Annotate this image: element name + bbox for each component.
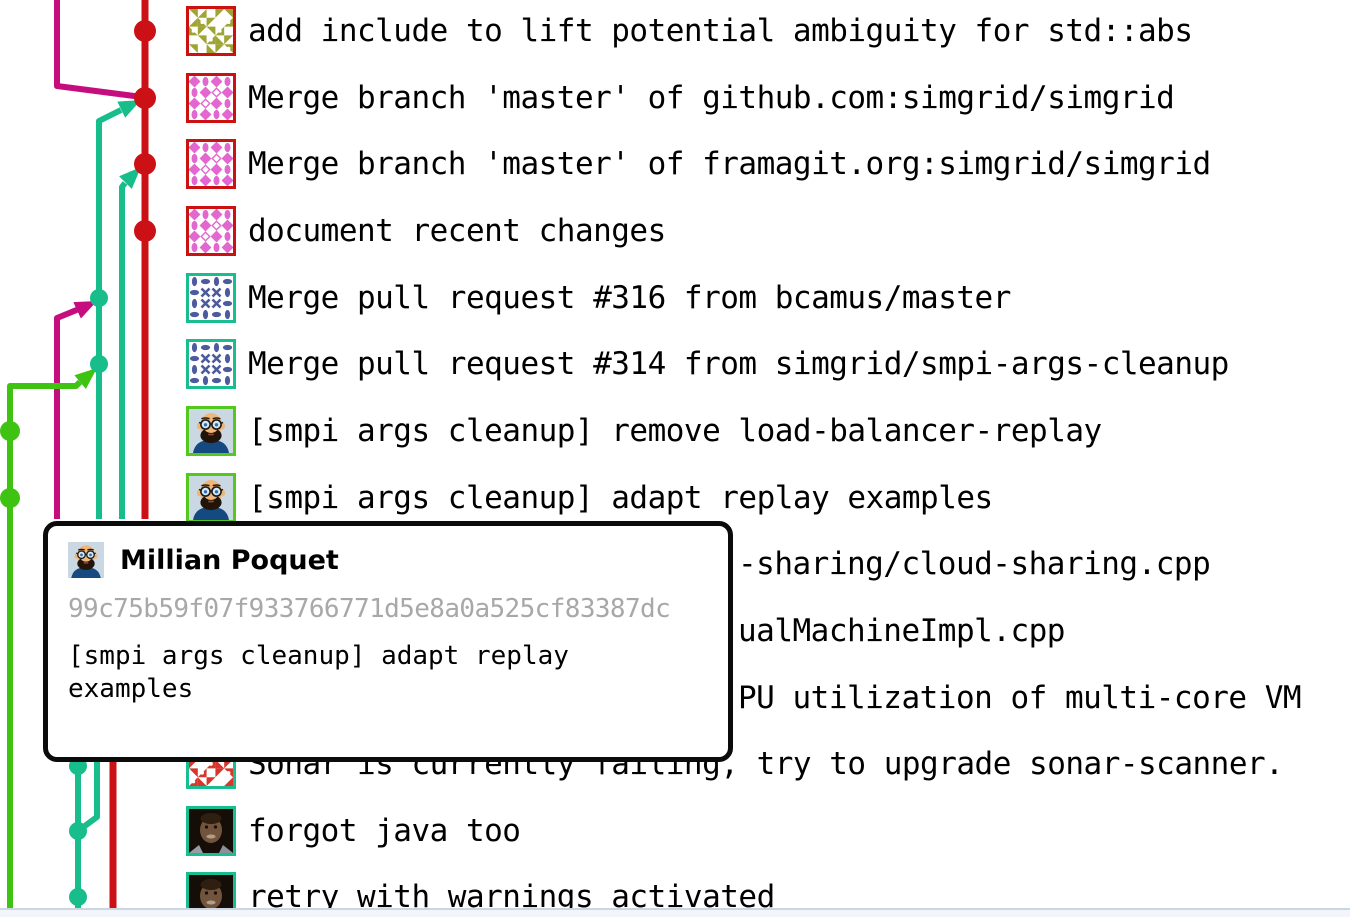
avatar-photo <box>186 805 236 856</box>
commit-message: Merge pull request #314 from simgrid/smp… <box>248 346 1229 383</box>
avatar-identicon <box>186 272 236 323</box>
window-bottom-edge <box>0 908 1350 917</box>
commit-message: [smpi args cleanup] remove load-balancer… <box>248 412 1102 449</box>
commit-row[interactable]: forgot java too <box>0 798 1350 864</box>
commit-row[interactable]: Merge branch 'master' of framagit.org:si… <box>0 131 1350 197</box>
commit-row[interactable]: Merge branch 'master' of github.com:simg… <box>0 65 1350 131</box>
commit-row[interactable]: Merge pull request #316 from bcamus/mast… <box>0 265 1350 331</box>
commit-message: document recent changes <box>248 212 666 249</box>
commit-row[interactable]: PU utilization of multi-core VM <box>0 665 1350 731</box>
commit-row[interactable]: document recent changes <box>0 198 1350 264</box>
commit-message: Merge branch 'master' of framagit.org:si… <box>248 146 1211 183</box>
avatar-identicon <box>186 139 236 190</box>
tooltip-header: Millian Poquet <box>68 542 708 578</box>
commit-message: add include to lift potential ambiguity … <box>248 13 1193 49</box>
tooltip-commit-message: [smpi args cleanup] adapt replay example… <box>68 641 569 704</box>
avatar-photo <box>186 472 236 523</box>
commit-message: ualMachineImpl.cpp <box>738 612 1065 649</box>
avatar-photo <box>186 405 236 456</box>
commit-message: forgot java too <box>248 812 521 849</box>
commit-message: [smpi args cleanup] adapt replay example… <box>248 479 993 516</box>
commit-row[interactable]: [smpi args cleanup] adapt replay example… <box>0 465 1350 531</box>
commit-row[interactable]: ualMachineImpl.cpp <box>0 598 1350 664</box>
commit-row[interactable]: Merge pull request #314 from simgrid/smp… <box>0 331 1350 397</box>
commit-message: Merge branch 'master' of github.com:simg… <box>248 79 1175 116</box>
commit-row[interactable]: -sharing/cloud-sharing.cpp <box>0 531 1350 597</box>
commit-message: PU utilization of multi-core VM <box>738 679 1302 716</box>
avatar-identicon <box>186 205 236 256</box>
commit-hash: 99c75b59f07f933766771d5e8a0a525cf83387dc <box>68 594 671 624</box>
author-name: Millian Poquet <box>120 544 339 576</box>
author-avatar <box>68 542 104 578</box>
commit-graph <box>0 0 156 916</box>
commit-row[interactable]: add include to lift potential ambiguity … <box>0 0 1350 64</box>
avatar-identicon <box>186 72 236 123</box>
commit-message: -sharing/cloud-sharing.cpp <box>738 546 1211 583</box>
commit-row[interactable]: [smpi args cleanup] remove load-balancer… <box>0 398 1350 464</box>
commit-tooltip: Millian Poquet 99c75b59f07f933766771d5e8… <box>43 521 733 762</box>
avatar-identicon <box>186 6 236 56</box>
commit-message: Merge pull request #316 from bcamus/mast… <box>248 279 1011 316</box>
avatar-identicon <box>186 339 236 390</box>
